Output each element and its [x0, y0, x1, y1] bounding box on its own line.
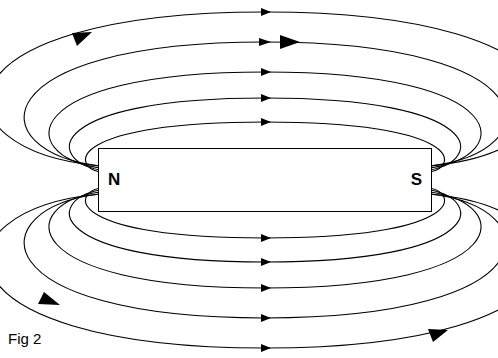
figure-caption: Fig 2 [6, 330, 43, 347]
pole-label: N [108, 170, 120, 190]
pole-label: S [411, 170, 422, 190]
bar-magnet: NS [98, 148, 432, 212]
